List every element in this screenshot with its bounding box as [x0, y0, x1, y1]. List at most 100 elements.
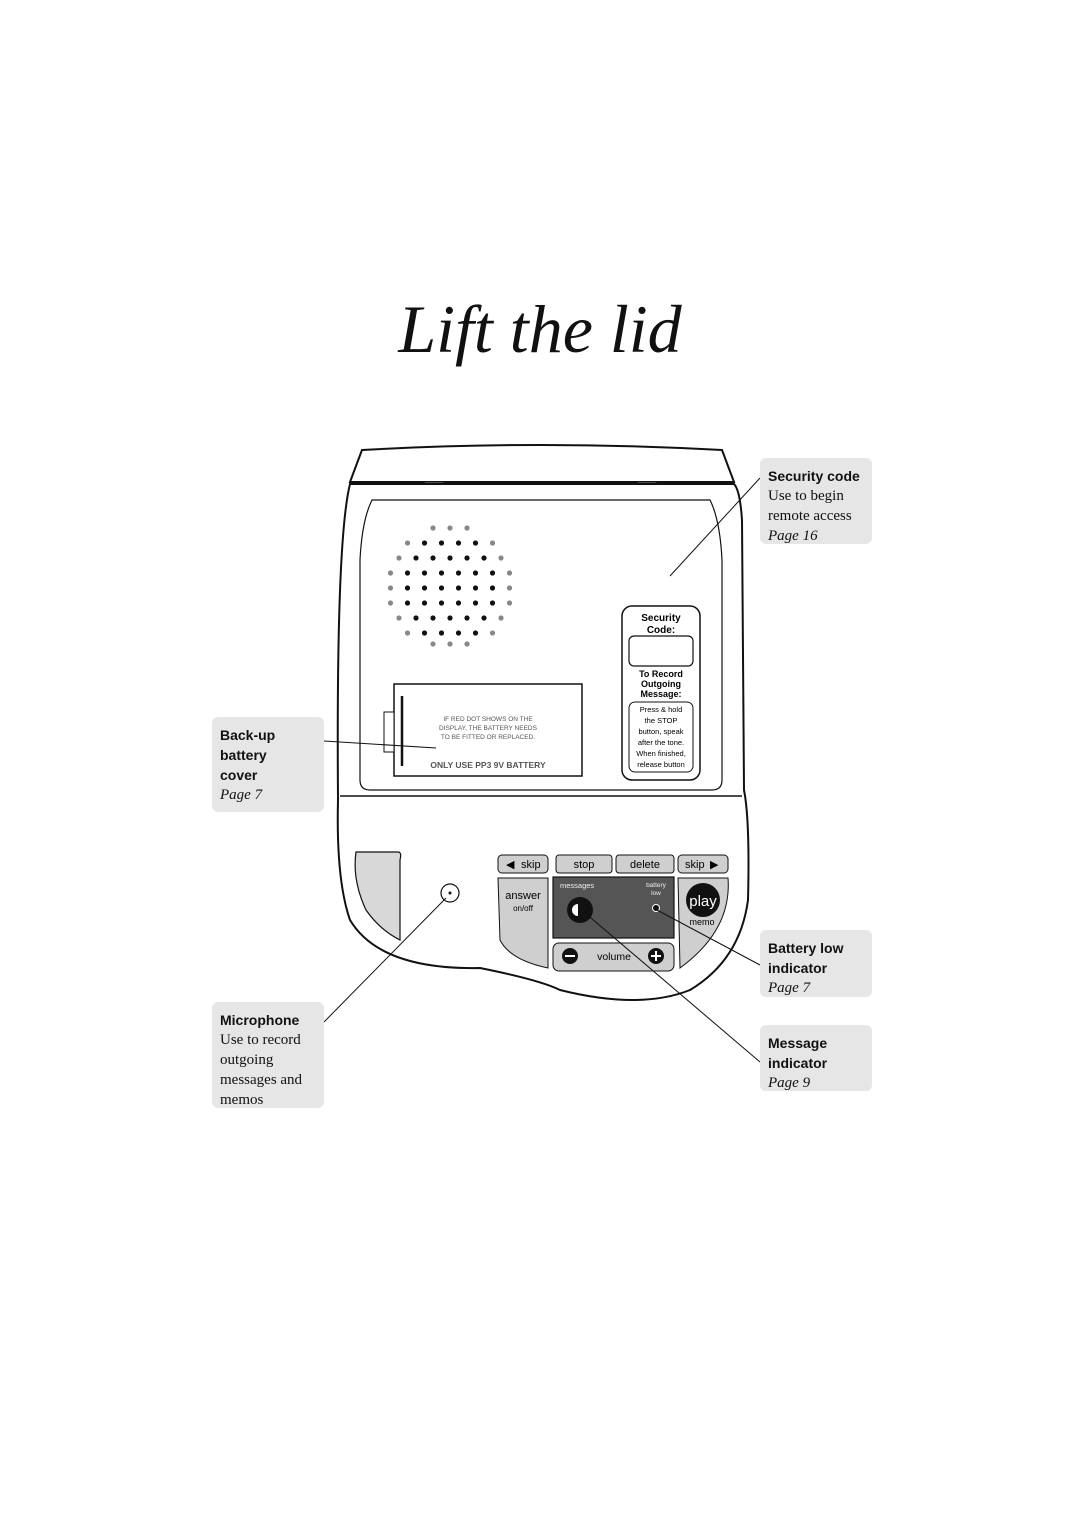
speaker-hole: [506, 585, 513, 591]
speaker-hole: [387, 585, 394, 591]
leader-message: [583, 911, 761, 1063]
speaker-hole: [455, 570, 462, 576]
lid: [348, 444, 736, 483]
speaker-hole: [489, 600, 496, 606]
speaker-hole: [464, 615, 470, 621]
speaker-hole: [472, 540, 479, 546]
battery-cover-tab: [383, 711, 395, 753]
callout-security-heading: Security code: [768, 468, 860, 484]
speaker-hole: [430, 525, 436, 531]
battery-low-indicator: [652, 904, 660, 912]
card-body-line-4: after the tone.: [638, 738, 684, 747]
battery-label: ONLY USE PP3 9V BATTERY: [430, 760, 546, 770]
speaker-hole: [498, 615, 504, 621]
memo-label: memo: [689, 917, 714, 927]
speaker-hole: [455, 600, 462, 606]
card-body-line-1: Press & hold: [640, 705, 683, 714]
messages-label: messages: [560, 881, 594, 890]
speaker-hole: [421, 585, 428, 591]
callout-security-code: Security code Use to begin remote access…: [760, 458, 872, 544]
card-body-line-5: When finished,: [636, 749, 686, 758]
speaker-hole: [455, 540, 462, 546]
skip-fwd-label: skip: [685, 859, 705, 871]
speaker-hole: [430, 641, 436, 647]
answer-button[interactable]: [497, 877, 549, 969]
leader-backup: [323, 740, 437, 749]
battery-label-1: battery: [646, 882, 667, 889]
skip-fwd-button[interactable]: [677, 854, 729, 874]
speaker-hole: [421, 630, 428, 636]
card-body-line-6: release button: [637, 760, 685, 769]
speaker-hole: [430, 615, 436, 621]
speaker-hole: [396, 615, 402, 621]
callout-message-page: Page 9: [768, 1075, 811, 1091]
card-body-line-3: button, speak: [638, 727, 683, 736]
speaker-hole: [438, 630, 445, 636]
battery-note-line-2: DISPLAY, THE BATTERY NEEDS: [439, 725, 538, 732]
speaker-hole: [404, 570, 411, 576]
callout-message-heading-2: indicator: [768, 1055, 828, 1071]
callout-security-body-2: remote access: [768, 508, 852, 524]
leader-battery-low: [656, 909, 761, 966]
skip-back-icon: ◀: [506, 859, 515, 871]
callout-backup-battery: Back-up battery cover Page 7: [212, 717, 324, 812]
callout-microphone-body-3: messages and: [220, 1072, 303, 1088]
speaker-hole: [404, 540, 411, 546]
speaker-hole: [472, 630, 479, 636]
callout-battery-low: Battery low indicator Page 7: [760, 930, 872, 997]
speaker-hole: [404, 630, 411, 636]
delete-button[interactable]: [615, 854, 675, 874]
speaker-hole: [464, 641, 470, 647]
control-panel: ◀ skip stop delete skip ▶ answer on/off …: [497, 854, 729, 972]
speaker-hole: [387, 600, 394, 606]
speaker-hole: [387, 570, 394, 576]
play-button[interactable]: [686, 883, 720, 917]
speaker-hole: [464, 555, 470, 561]
card-body-line-2: the STOP: [645, 716, 678, 725]
card-record-line-1: To Record: [639, 669, 683, 679]
callout-battery-low-page: Page 7: [768, 980, 811, 996]
card-record-line-2: Outgoing: [641, 679, 681, 689]
leader-microphone: [323, 897, 447, 1023]
callout-security-body-1: Use to begin: [768, 488, 844, 504]
battery-label-2: low: [651, 890, 661, 897]
speaker-hole: [438, 570, 445, 576]
card-instructions-box: [628, 701, 694, 773]
delete-label: delete: [630, 859, 660, 871]
speaker-hole: [404, 600, 411, 606]
play-label: play: [689, 893, 717, 910]
skip-back-label: skip: [521, 859, 541, 871]
speaker-hole: [455, 630, 462, 636]
speaker-hole: [421, 540, 428, 546]
speaker-hole: [506, 600, 513, 606]
callout-message-heading-1: Message: [768, 1035, 828, 1051]
callout-backup-heading-1: Back-up: [220, 727, 276, 743]
skip-back-button[interactable]: [497, 854, 549, 874]
on-off-label: on/off: [513, 904, 534, 913]
callout-message-indicator: Message indicator Page 9: [760, 1025, 872, 1091]
callout-backup-heading-3: cover: [220, 767, 258, 783]
card-heading-line-1: Security: [641, 613, 681, 624]
speaker-hole: [472, 570, 479, 576]
speaker-hole: [413, 615, 419, 621]
speaker-hole: [447, 525, 453, 531]
security-code-box: [628, 635, 694, 667]
card-record-line-3: Message:: [640, 689, 681, 699]
speaker-hole: [489, 585, 496, 591]
speaker-hole: [438, 585, 445, 591]
battery-note-line-3: TO BE FITTED OR REPLACED.: [441, 734, 535, 741]
side-grip: [354, 851, 402, 941]
speaker-hole: [447, 641, 453, 647]
speaker-hole: [396, 555, 402, 561]
callout-microphone: Microphone Use to record outgoing messag…: [212, 1002, 324, 1108]
callout-battery-low-heading-2: indicator: [768, 960, 828, 976]
callout-battery-low-heading-1: Battery low: [768, 940, 844, 956]
speaker-grille: [387, 525, 513, 647]
speaker-hole: [455, 585, 462, 591]
stop-button[interactable]: [555, 854, 613, 874]
speaker-hole: [421, 600, 428, 606]
speaker-hole: [506, 570, 513, 576]
volume-bar: [552, 942, 675, 972]
battery-note-line-1: IF RED DOT SHOWS ON THE: [443, 716, 533, 723]
